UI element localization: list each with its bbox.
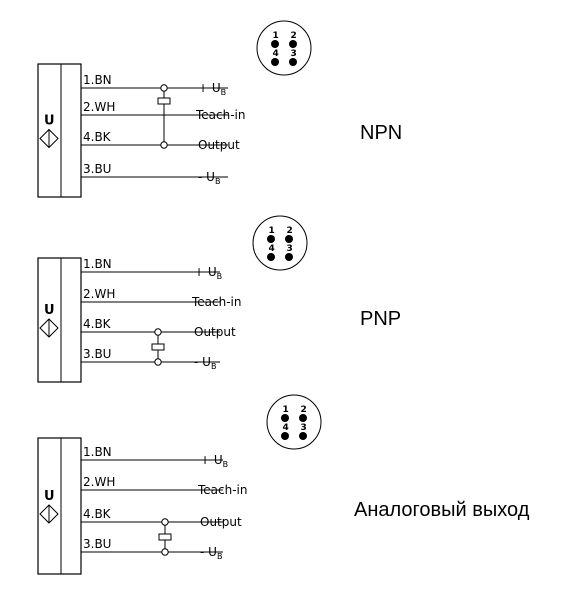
connector-face [266,394,322,450]
connector-pin-number: 4 [283,423,289,433]
wire-id-label: 3.BU [83,537,111,551]
connector-pin [285,235,293,243]
signal-subscript: B [223,460,229,469]
connector-pin [267,253,275,261]
sensor-u-label: U [44,489,55,504]
wire-signal-label: + UB [198,81,226,97]
signal-main: Teach-in [197,483,248,497]
wire-signal-label: + UB [200,453,228,469]
connector-pin [271,40,279,48]
section-title: PNP [360,308,401,330]
connector-pin [299,432,307,440]
sensor-body [37,437,82,575]
signal-main: - U [200,545,217,559]
wire-signal-label: Teach-in [197,483,248,497]
connector-pin [299,414,307,422]
connector-pin-number: 1 [283,405,289,415]
wire-id-label: 4.BK [83,130,112,144]
wire-signal-label: Output [194,325,236,339]
signal-main: - U [198,170,215,184]
wire-id-label: 2.WH [83,100,115,114]
wire-signal-label: Teach-in [191,295,242,309]
connector-pin [267,235,275,243]
wire-signal-label: - UB [194,355,216,371]
junction-dot [154,328,162,336]
wire-signal-label: Teach-in [195,108,246,122]
connector-pin-number: 1 [273,31,279,41]
signal-main: Output [198,138,240,152]
wire-id-label: 3.BU [83,347,111,361]
connector-pin [271,58,279,66]
signal-subscript: B [217,552,223,561]
connector-pin [281,414,289,422]
junction-dot [161,548,169,556]
junction-dot [160,84,168,92]
wire-id-label: 3.BU [83,162,111,176]
connector-pin [285,253,293,261]
signal-main: - U [194,355,211,369]
wire-signal-label: Output [198,138,240,152]
load-resistor [151,343,165,351]
connector-pin [281,432,289,440]
connector-pin-number: 2 [301,405,307,415]
wire-id-label: 2.WH [83,287,115,301]
connector-pin-number: 3 [291,49,297,59]
sensor-u-label: U [44,114,55,129]
connector-pin-number: 3 [287,244,293,254]
wire-id-label: 4.BK [83,507,112,521]
wire-signal-label: + UB [194,265,222,281]
junction-dot [160,141,168,149]
signal-subscript: B [217,272,223,281]
wire-id-label: 2.WH [83,475,115,489]
connector-pin [289,40,297,48]
load-resistor [158,533,172,541]
wire-signal-label: - UB [198,170,220,186]
wire-id-label: 4.BK [83,317,112,331]
connector-pin-number: 2 [291,31,297,41]
connector-face [252,215,308,271]
wire-id-label: 1.BN [83,257,112,271]
wire-signal-label: Output [200,515,242,529]
sensor-body [37,257,82,383]
wire-id-label: 1.BN [83,73,112,87]
signal-main: + U [194,265,217,279]
junction-dot [154,358,162,366]
signal-main: + U [198,81,221,95]
signal-main: Output [194,325,236,339]
signal-main: Teach-in [191,295,242,309]
signal-main: Output [200,515,242,529]
signal-subscript: B [215,177,221,186]
connector-pin-number: 4 [269,244,275,254]
connector-pin-number: 2 [287,226,293,236]
connector-pin-number: 1 [269,226,275,236]
section-title: Аналоговый выход [354,499,530,521]
wire-id-label: 1.BN [83,445,112,459]
section-title: NPN [360,122,402,144]
signal-main: Teach-in [195,108,246,122]
signal-main: + U [200,453,223,467]
sensor-u-label: U [44,303,55,318]
signal-subscript: B [221,88,227,97]
connector-pin-number: 4 [273,49,279,59]
connector-pin [289,58,297,66]
junction-dot [161,518,169,526]
connector-pin-number: 3 [301,423,307,433]
load-resistor [157,97,171,105]
sensor-body [37,63,82,198]
signal-subscript: B [211,362,217,371]
connector-face [256,20,312,76]
wire-signal-label: - UB [200,545,222,561]
